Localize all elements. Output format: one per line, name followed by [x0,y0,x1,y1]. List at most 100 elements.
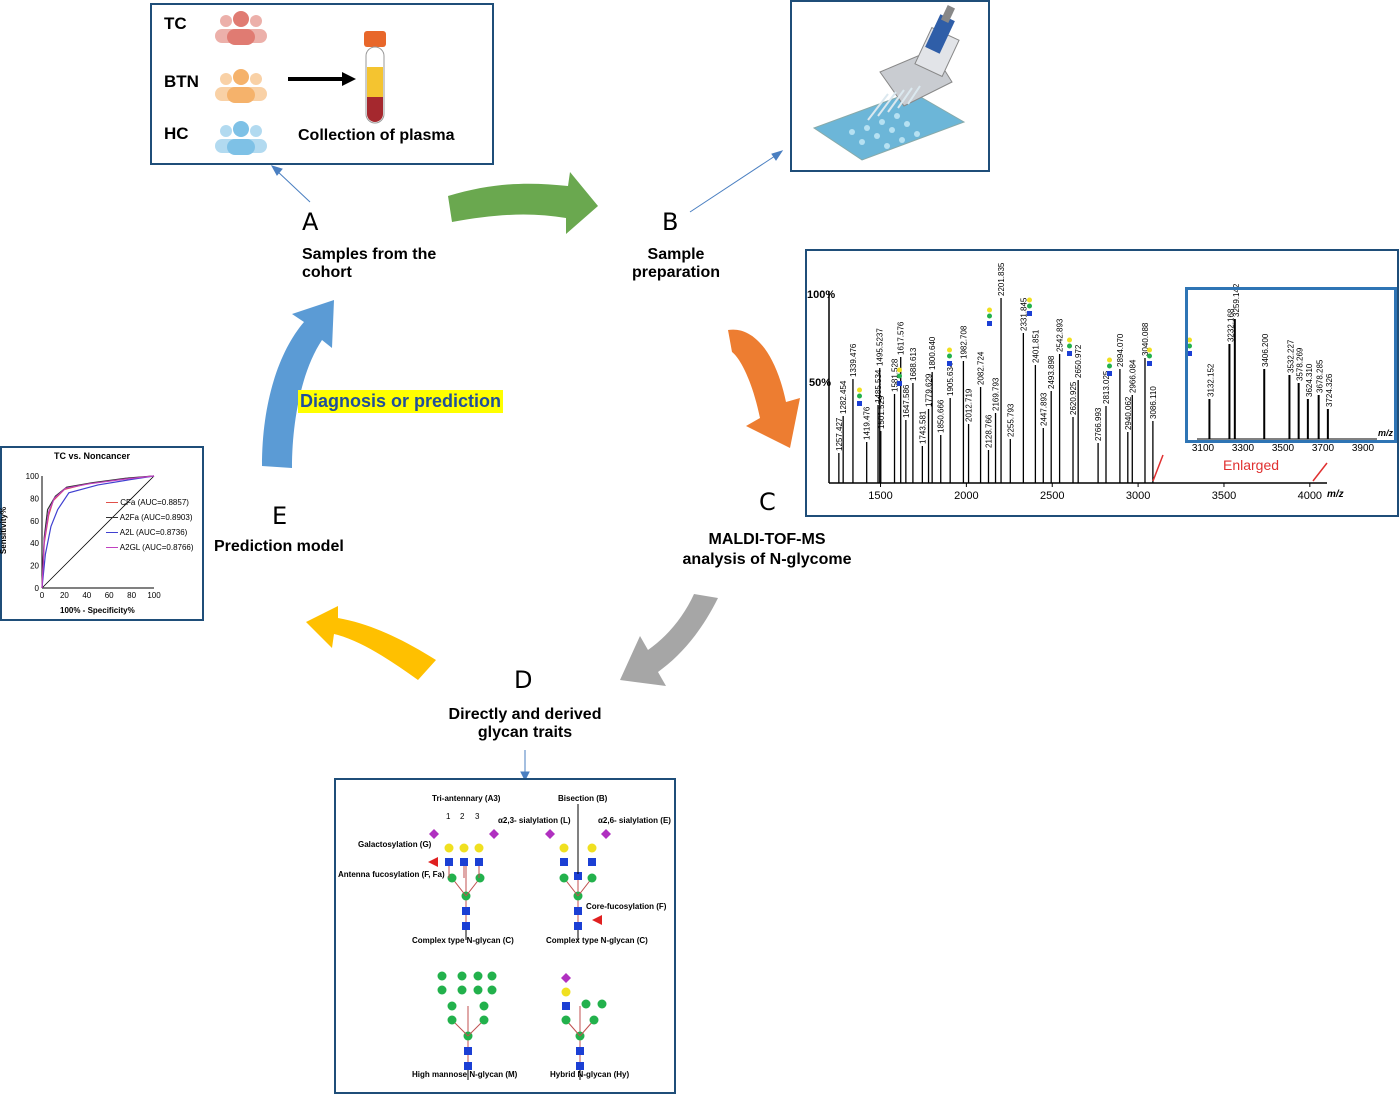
inset-mz-label: m/z [1378,428,1394,438]
galactose-circle [559,843,569,853]
glcnac-square [574,907,582,915]
mannose-circle [447,1015,457,1025]
inset-tick-label: 3500 [1272,443,1295,454]
peak-label: 1743.581 [918,410,927,444]
peak-label: 1850.666 [937,399,946,433]
galactose-circle [444,843,454,853]
glycan-mini-icon [1027,311,1032,316]
glycan-mini-icon [1147,353,1152,359]
roc-x-tick: 100 [147,591,161,600]
glcnac-square [462,907,470,915]
peak-label: 2493.898 [1047,355,1056,389]
step-c-letter: C [759,488,776,516]
roc-x-tick: 80 [127,591,136,600]
mannose-circle [597,999,607,1009]
mannose-circle [473,971,483,981]
glcnac-square [562,1002,570,1010]
mannose-circle [457,985,467,995]
peak-label: 2650.972 [1074,344,1083,378]
mannose-circle [479,1015,489,1025]
mannose-circle [587,873,597,883]
glycan-structures [428,804,611,1080]
roc-y-tick: 80 [30,494,39,503]
blue-arrow [262,300,334,468]
glcnac-square [576,1062,584,1070]
inset-peak-label: 3259.142 [1232,283,1241,317]
mz-label: m/z [1327,489,1344,500]
complex-label-2: Complex type N-glycan (C) [546,936,648,945]
glycan-mini-icon [857,393,862,399]
enlarged-label: Enlarged [1223,457,1280,473]
mannose-circle [457,971,467,981]
y-50-label: 50% [809,377,832,389]
peak-label: 2082.724 [977,351,986,385]
peak-label: 1982.708 [959,325,968,359]
mannose-circle [473,985,483,995]
tri-label: Tri-antennary (A3) [432,794,501,803]
glcnac-square [445,858,453,866]
roc-xlabel: 100% - Specificity% [60,606,135,615]
glycan-mini-icon [897,367,902,373]
x-tick-label: 3000 [1126,490,1150,502]
roc-x-tick: 60 [105,591,114,600]
glycan-mini-icon [1107,357,1112,363]
enlarged-inset: m/z [1185,287,1397,443]
peak-label: 2542.893 [1056,318,1065,352]
mannose-circle [447,873,457,883]
glcnac-square [574,922,582,930]
x-tick-label: 4000 [1298,490,1322,502]
peak-label: 2401.851 [1031,329,1040,363]
complex-label-1: Complex type N-glycan (C) [412,936,514,945]
peak-label: 2447.893 [1039,392,1048,426]
legend-item: A2L (AUC=0.8736) [106,528,194,543]
inset-peak-label: 3532.227 [1286,339,1295,373]
glycan-mini-icon [897,373,902,379]
inset-tick-label: 3700 [1312,443,1335,454]
peak-label: 1617.576 [897,321,906,355]
roc-x-tick: 20 [60,591,69,600]
enlarged-pointer-right [1312,462,1328,482]
people-red-icon [215,11,267,45]
peak-label: 2128.766 [984,414,993,448]
glycan-mini-icon [1187,337,1192,343]
high-mannose-label: High mannose N-glycan (M) [412,1070,518,1079]
mannose-circle [561,1015,571,1025]
group-btn: BTN [164,72,199,91]
legend-item: A2GL (AUC=0.8766) [106,543,194,558]
x-tick-label: 2000 [954,490,978,502]
glycan-mini-icon [1187,351,1192,356]
hybrid-label: Hybrid N-glycan (Hy) [550,1070,630,1079]
orange-arrow [728,329,800,448]
peak-label: 3086.110 [1149,386,1158,419]
collection-arrow [288,72,356,86]
inset-peak-label: 3132.152 [1206,363,1215,397]
roc-y-tick: 60 [30,517,39,526]
inset-peak-label: 3406.200 [1261,333,1270,367]
glycan-mini-icon [1027,297,1032,303]
inset-peak-label: 3724.326 [1325,373,1334,407]
glcnac-square [462,922,470,930]
mannose-circle [437,985,447,995]
people-icons [215,11,267,155]
antenna-2: 2 [460,812,465,821]
peak-label: 2766.993 [1094,407,1103,441]
galactose-circle [587,843,597,853]
peak-label: 2331.845 [1019,297,1028,331]
peak-label: 1282.454 [839,380,848,414]
glycan-mini-icon [897,381,902,386]
preparation-panel [790,0,990,172]
glycan-mini-icon [987,321,992,326]
mannose-circle [581,999,591,1009]
glcnac-square [574,872,582,880]
glycan-mini-icon [1107,371,1112,376]
a26-label: α2,6- sialylation (E) [598,816,671,825]
peak-label: 1905.634 [946,362,955,396]
inset-tick-label: 3300 [1232,443,1255,454]
center-label: Diagnosis or prediction [298,390,504,413]
peak-label: 1485.534 [874,369,883,403]
group-tc: TC [164,14,187,33]
